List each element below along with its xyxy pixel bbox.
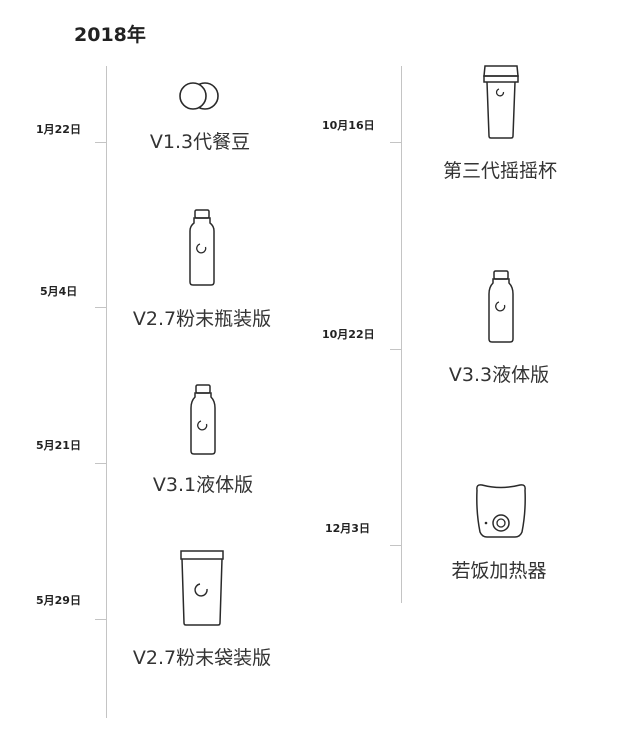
event-label: V3.3液体版 <box>448 364 550 386</box>
tick-right <box>390 545 402 546</box>
event-label: V2.7粉末袋装版 <box>132 647 272 669</box>
event-date: 5月4日 <box>40 285 78 298</box>
tick-left <box>95 142 107 143</box>
timeline-right <box>401 66 402 603</box>
event-date: 10月22日 <box>322 328 375 341</box>
timeline-left <box>106 66 107 718</box>
tick-left <box>95 619 107 620</box>
bottle-icon <box>187 209 217 287</box>
event-label: V2.7粉末瓶装版 <box>132 308 272 330</box>
event-date: 1月22日 <box>36 123 81 136</box>
event-date: 5月21日 <box>36 439 81 452</box>
bottle-icon <box>189 384 217 456</box>
pouch-icon <box>177 549 227 627</box>
event-date: 5月29日 <box>36 594 81 607</box>
event-label: V1.3代餐豆 <box>149 131 251 153</box>
event-label: V3.1液体版 <box>152 474 254 496</box>
heater-icon <box>474 482 528 540</box>
tick-left <box>95 307 107 308</box>
tick-left <box>95 463 107 464</box>
tick-right <box>390 142 402 143</box>
year-heading: 2018年 <box>74 24 146 46</box>
event-label: 若饭加热器 <box>451 560 547 582</box>
event-date: 12月3日 <box>325 522 370 535</box>
beans-icon <box>177 80 221 112</box>
bottle-icon <box>486 270 516 344</box>
tick-right <box>390 349 402 350</box>
event-date: 10月16日 <box>322 119 375 132</box>
shaker-cup-icon <box>481 64 521 140</box>
event-label: 第三代摇摇杯 <box>442 160 558 182</box>
